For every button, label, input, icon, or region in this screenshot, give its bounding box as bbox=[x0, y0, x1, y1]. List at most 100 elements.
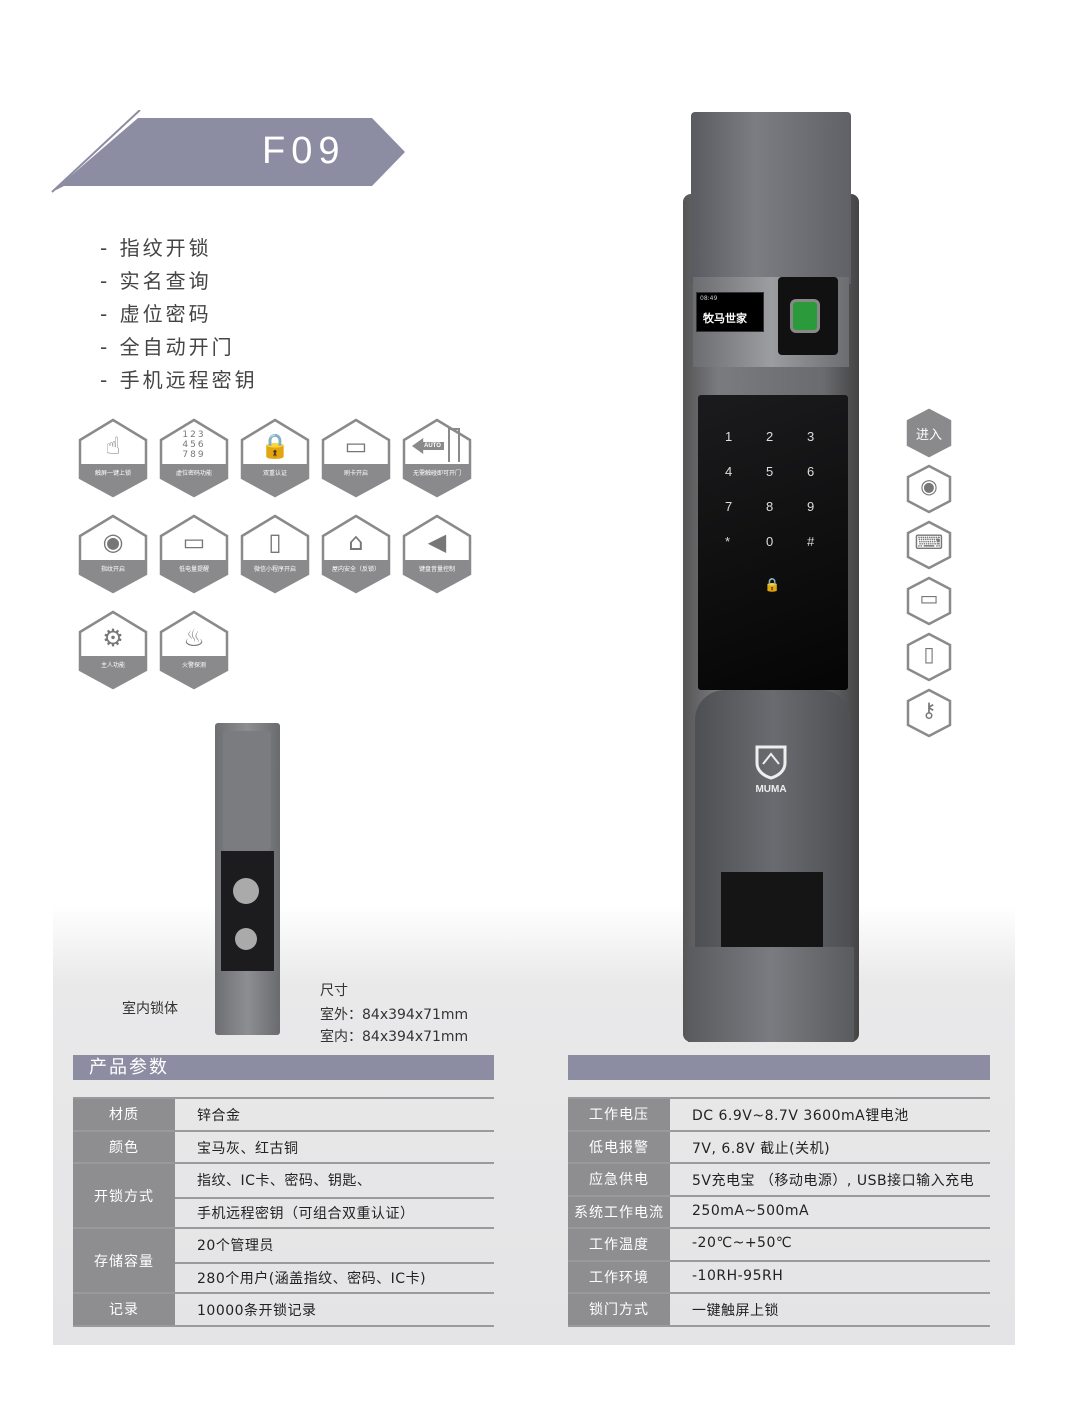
feature-label: 无需触碰即可开门 bbox=[412, 470, 461, 477]
enter-label: 进入 bbox=[915, 428, 942, 443]
keypad-key[interactable]: # bbox=[807, 534, 815, 549]
feature-label: 触屏一键上锁 bbox=[94, 470, 131, 477]
feature-hex: ☝触屏一键上锁 bbox=[78, 418, 148, 498]
param-value: 7V, 6.8V 截止(关机) bbox=[692, 1140, 831, 1157]
model-title: F09 bbox=[262, 130, 346, 172]
house-lock-icon: ⌂ bbox=[348, 528, 364, 556]
param-label: 应急供电 bbox=[568, 1164, 670, 1195]
fingerprint-icon: ◉ bbox=[102, 528, 124, 556]
size-outdoor: 室外：84x394x71mm bbox=[320, 1007, 469, 1023]
feature-hex: ▭ 刷卡开启 bbox=[321, 418, 391, 498]
feature-item: - 指纹开锁 bbox=[100, 236, 212, 260]
brand-text: MUMA bbox=[755, 784, 787, 795]
gears-icon: ⚙ bbox=[102, 624, 124, 652]
keypad-key[interactable]: 5 bbox=[766, 464, 774, 479]
fingerprint-icon: ◉ bbox=[906, 464, 952, 514]
param-label: 存储容量 bbox=[73, 1229, 175, 1292]
keypad-key[interactable]: 3 bbox=[807, 429, 815, 444]
keypad-key[interactable]: 0 bbox=[766, 534, 774, 549]
keypad-key[interactable]: 1 bbox=[725, 429, 733, 444]
keypad-key[interactable]: 8 bbox=[766, 499, 774, 514]
keypad-key[interactable]: 9 bbox=[807, 499, 815, 514]
feature-label: 虚位密码功能 bbox=[175, 470, 212, 477]
param-row: 工作温度-20℃~+50℃ bbox=[568, 1227, 990, 1260]
param-value: -10RH-95RH bbox=[692, 1267, 784, 1284]
keypad-key[interactable]: * bbox=[725, 534, 731, 549]
screen-brand: 牧马世家 bbox=[703, 312, 747, 325]
feature-item: - 虚位密码 bbox=[100, 302, 212, 326]
padlock-icon: 🔒 bbox=[260, 432, 290, 460]
param-label: 系统工作电流 bbox=[568, 1196, 670, 1227]
param-label: 锁门方式 bbox=[568, 1294, 670, 1325]
param-value: 锌合金 bbox=[197, 1108, 241, 1124]
card-icon: ▭ bbox=[344, 432, 368, 460]
param-value: 10000条开锁记录 bbox=[197, 1303, 317, 1319]
param-value: 一键触屏上锁 bbox=[692, 1303, 779, 1319]
keypad-touch-icon: ⌨ bbox=[906, 520, 952, 570]
param-value: 250mA~500mA bbox=[692, 1202, 810, 1219]
feature-label: 微信小程序开启 bbox=[253, 566, 296, 573]
indoor-lock-image bbox=[215, 723, 280, 1035]
param-row: 存储容量 20个管理员 280个用户(涵盖指纹、密码、IC卡) bbox=[73, 1227, 494, 1292]
keypad-key[interactable]: 2 bbox=[766, 429, 774, 444]
param-label: 工作环境 bbox=[568, 1261, 670, 1292]
params-table-left: 产品参数 材质 锌合金颜色宝马灰、红古铜开锁方式 指纹、IC卡、密码、钥匙、手机远程… bbox=[73, 1055, 494, 1327]
title-banner bbox=[51, 110, 405, 193]
feature-item: - 实名查询 bbox=[100, 269, 212, 293]
feature-hex: AUTO 无需触碰即可开门 bbox=[402, 418, 472, 498]
feature-label: 刷卡开启 bbox=[343, 470, 368, 477]
muma-logo: MUMA bbox=[751, 744, 791, 804]
feature-hex: ♨ 火警探测 bbox=[159, 610, 229, 690]
size-title: 尺寸 bbox=[320, 983, 348, 999]
param-label: 颜色 bbox=[73, 1131, 175, 1162]
feature-hex: ◀ 键盘音量控制 bbox=[402, 514, 472, 594]
feature-label: 键盘音量控制 bbox=[418, 566, 455, 573]
param-label: 工作电压 bbox=[568, 1099, 670, 1130]
fire-icon: ♨ bbox=[183, 624, 205, 652]
volume-icon: ◀ bbox=[427, 528, 447, 556]
keypad-key[interactable]: 4 bbox=[725, 464, 733, 479]
param-row: 记录 10000条开锁记录 bbox=[73, 1292, 494, 1325]
param-value: 20个管理员 bbox=[197, 1238, 274, 1254]
param-row: 材质 锌合金 bbox=[73, 1097, 494, 1130]
keypad-key[interactable]: 6 bbox=[807, 464, 815, 479]
size-indoor: 室内：84x394x71mm bbox=[320, 1029, 469, 1045]
screen-time: 08:49 bbox=[700, 295, 718, 302]
feature-label: 火警探测 bbox=[181, 662, 206, 669]
param-row: 工作环境 -10RH-95RH bbox=[568, 1259, 990, 1292]
feature-label: 主人功能 bbox=[100, 662, 125, 669]
feature-hex: ◉ 指纹开启 bbox=[78, 514, 148, 594]
feature-label: 低电量提醒 bbox=[178, 566, 209, 573]
keypad-key[interactable]: 7 bbox=[725, 499, 733, 514]
param-label: 记录 bbox=[73, 1294, 175, 1325]
card-icon: ▭ bbox=[906, 576, 952, 626]
param-value: 指纹、IC卡、密码、钥匙、 bbox=[197, 1173, 372, 1189]
param-value: 280个用户(涵盖指纹、密码、IC卡) bbox=[197, 1270, 427, 1287]
param-value: 5V充电宝 （移动电源）, USB接口输入充电 bbox=[692, 1173, 975, 1189]
param-value: 手机远程密钥（可组合双重认证） bbox=[197, 1205, 415, 1222]
param-row: 低电报警 7V, 6.8V 截止(关机) bbox=[568, 1129, 990, 1162]
param-label: 低电报警 bbox=[568, 1131, 670, 1162]
feature-label: 屋内安全（反锁） bbox=[331, 566, 380, 573]
params-header: 产品参数 bbox=[73, 1055, 494, 1080]
feature-hex: 🔒双重认证 bbox=[240, 418, 310, 498]
feature-hex: ▭ 低电量提醒 bbox=[159, 514, 229, 594]
enter-button[interactable]: 进入 bbox=[906, 408, 952, 458]
feature-hex: ▯ 微信小程序开启 bbox=[240, 514, 310, 594]
feature-label: 指纹开启 bbox=[100, 566, 125, 573]
feature-hex: ⌂ 屋内安全（反锁） bbox=[321, 514, 391, 594]
param-label: 开锁方式 bbox=[73, 1164, 175, 1227]
keypad-panel: 1 2 3 4 5 6 7 8 9 * 0 # 🔒 bbox=[698, 395, 848, 690]
auto-label: AUTO bbox=[424, 443, 441, 449]
low-battery-icon: ▭ bbox=[182, 528, 206, 556]
lock-key-icon[interactable]: 🔒 bbox=[764, 577, 781, 592]
param-label: 材质 bbox=[73, 1099, 175, 1130]
param-row: 颜色宝马灰、红古铜 bbox=[73, 1129, 494, 1162]
param-row: 锁门方式 一键触屏上锁 bbox=[568, 1292, 990, 1325]
feature-item: - 手机远程密钥 bbox=[100, 368, 258, 392]
phone-icon: ▯ bbox=[268, 528, 282, 556]
param-label: 工作温度 bbox=[568, 1229, 670, 1260]
